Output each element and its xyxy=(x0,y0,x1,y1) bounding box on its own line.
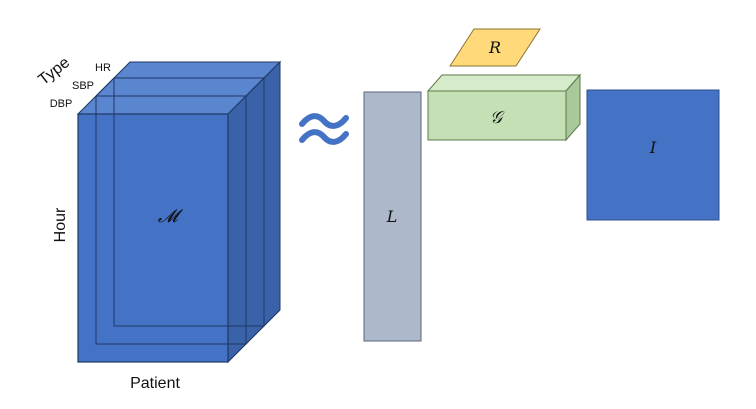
core-g-top-face xyxy=(426,74,582,92)
factor-i-label: I xyxy=(649,138,657,157)
slice-label-sbp: SBP xyxy=(72,80,94,92)
factor-l: L xyxy=(363,91,422,342)
factor-i: I xyxy=(586,89,720,221)
tensor-m: 𝓜 xyxy=(76,60,282,364)
type-axis-label: Type xyxy=(35,54,73,89)
factor-r-label: R xyxy=(488,38,501,57)
factor-l-rect xyxy=(363,91,422,342)
core-g-label: 𝒢 xyxy=(490,108,505,128)
approx-symbol xyxy=(299,113,349,145)
patient-axis-label: Patient xyxy=(130,375,180,392)
approx-wave-bottom xyxy=(299,129,349,145)
slice-diagonal xyxy=(95,78,114,97)
core-g: 𝒢 xyxy=(426,73,582,142)
slice-label-dbp: DBP xyxy=(50,98,73,110)
hour-axis-label: Hour xyxy=(52,207,69,242)
tensor-symbol: 𝓜 xyxy=(158,206,184,227)
tensor-front-face xyxy=(77,113,229,363)
core-g-front-face xyxy=(427,90,567,141)
tensor-slice-hr-outline xyxy=(113,77,265,327)
factor-i-rect xyxy=(586,89,720,221)
factor-r-shape xyxy=(449,28,541,67)
factor-l-label: L xyxy=(386,207,398,226)
factor-r: R xyxy=(449,28,541,67)
approx-wave-top xyxy=(299,113,349,129)
slice-diagonal xyxy=(245,78,264,97)
slice-label-hr: HR xyxy=(95,62,111,74)
tensor-slice-sbp-outline xyxy=(95,95,247,345)
tensor-side-face xyxy=(227,60,281,364)
